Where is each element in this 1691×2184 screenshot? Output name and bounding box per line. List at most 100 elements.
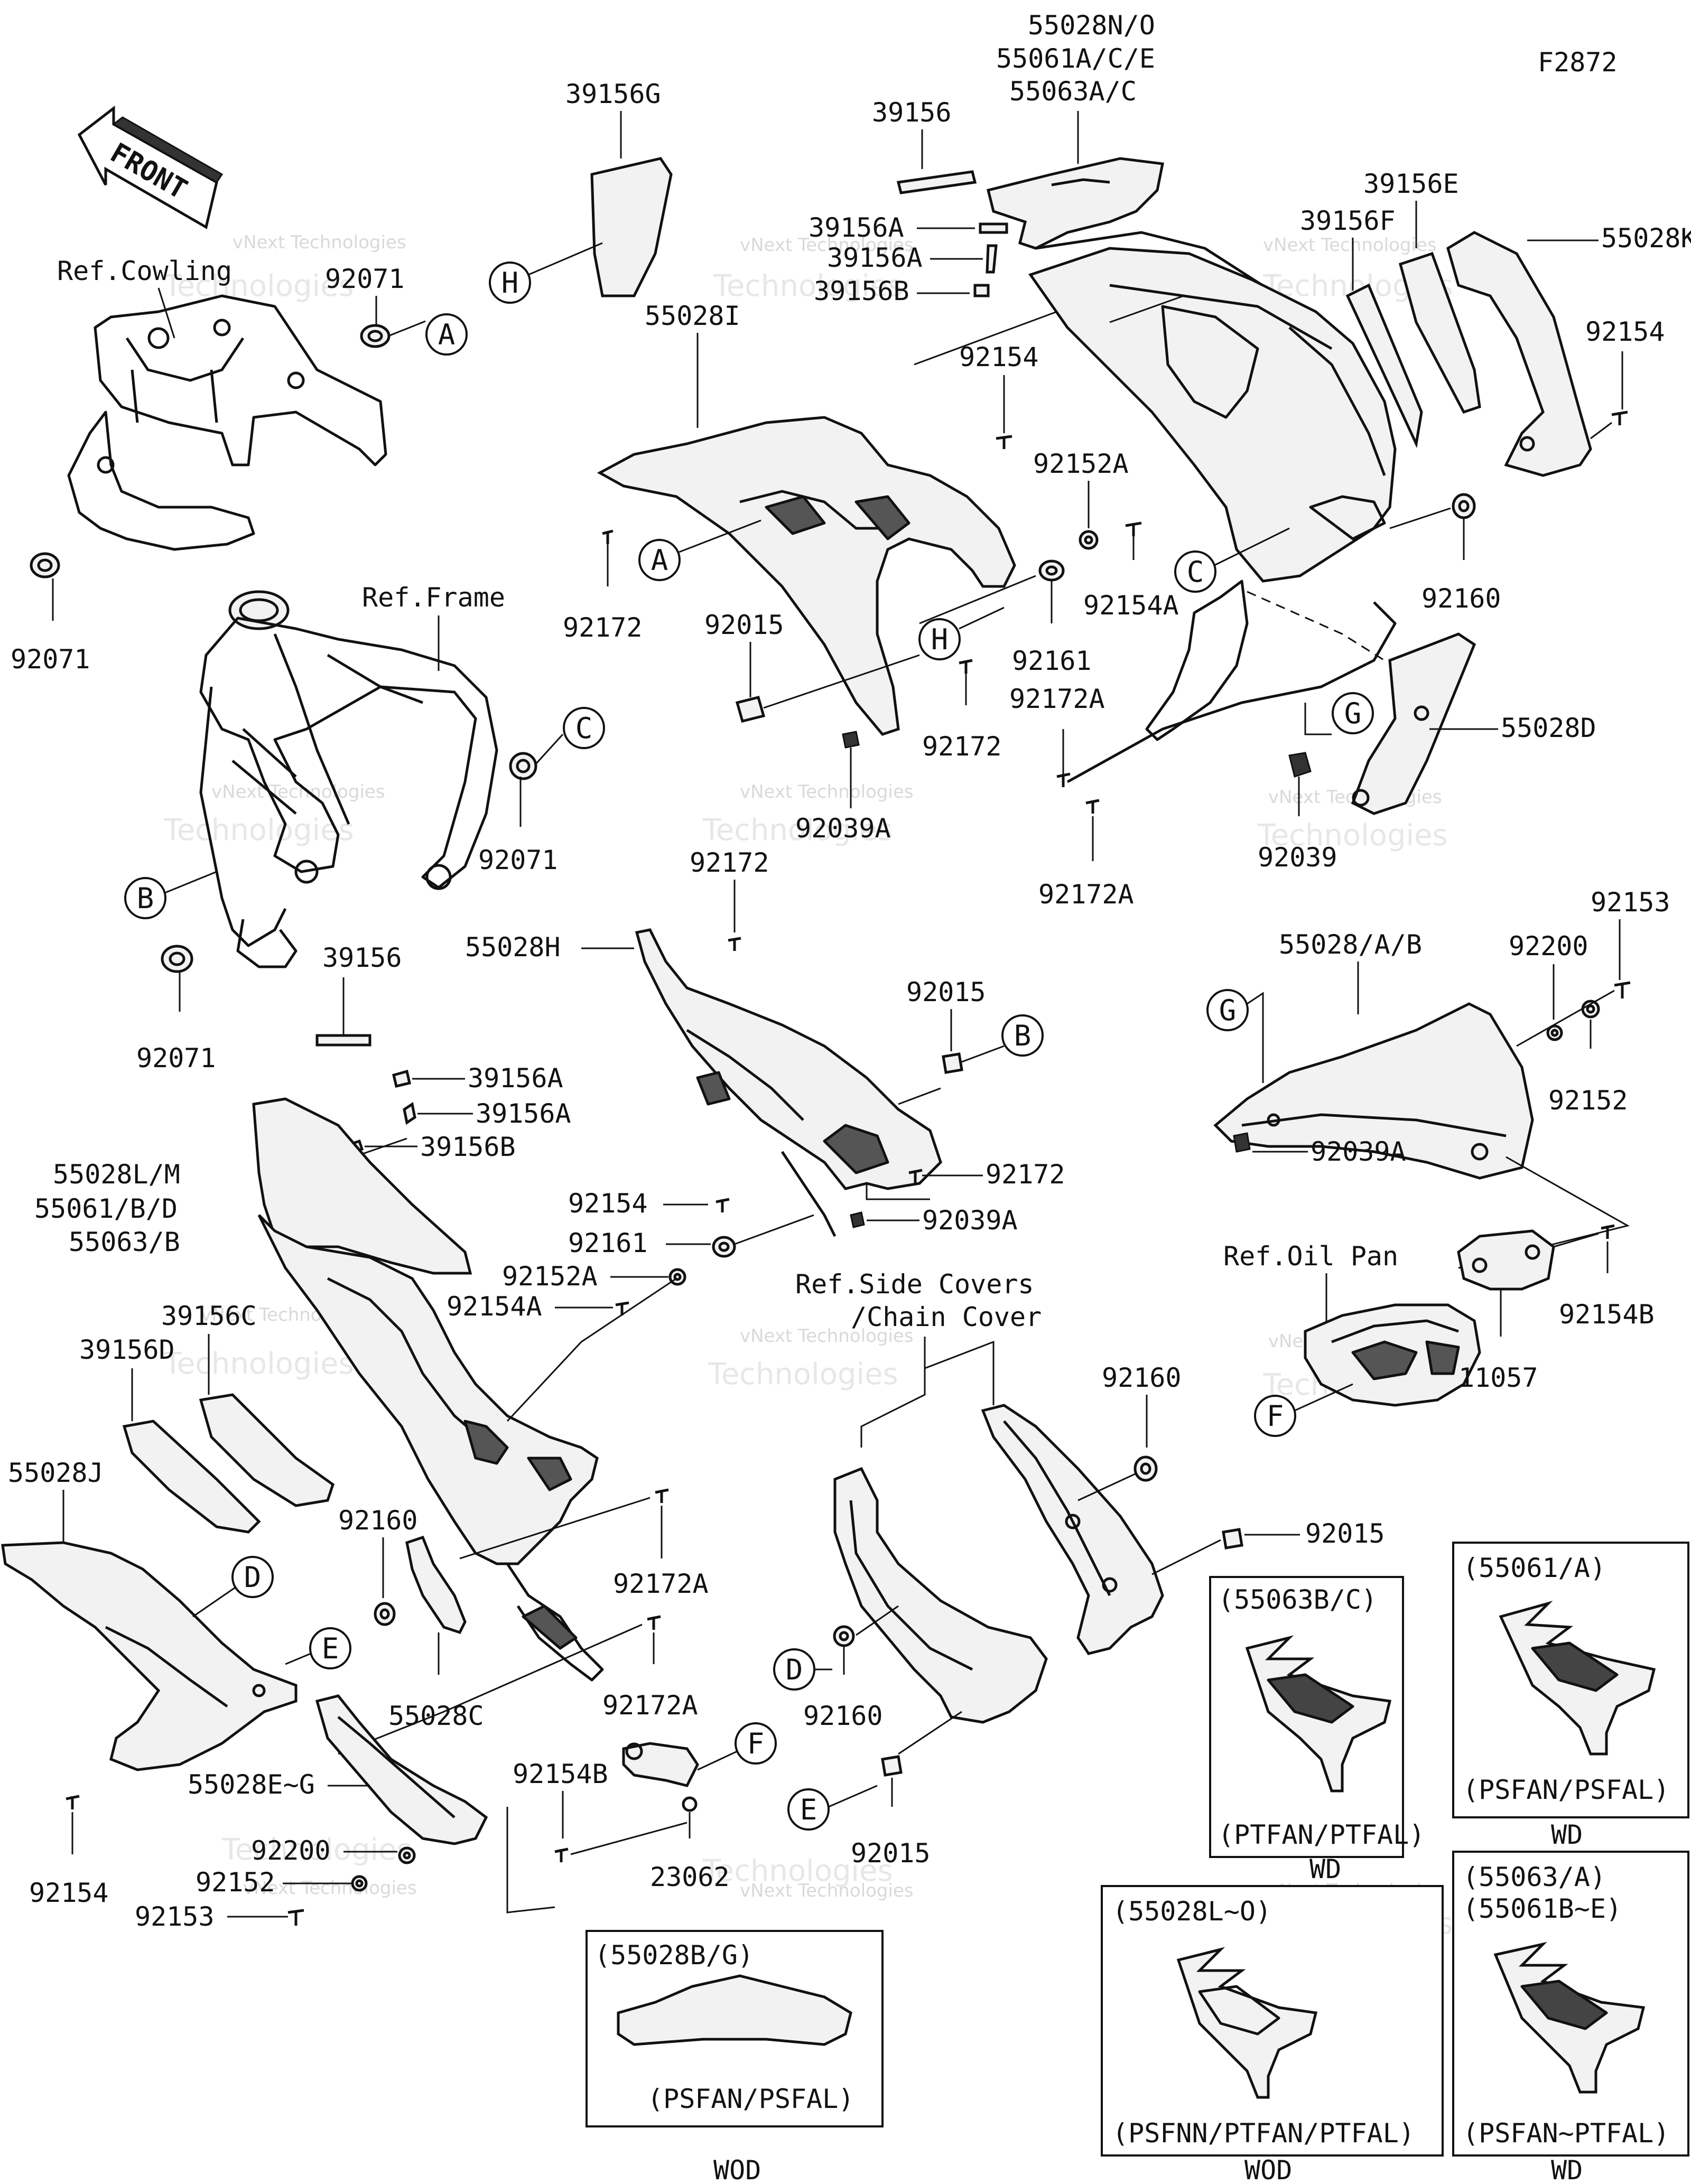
svg-text:G: G (1219, 994, 1237, 1027)
svg-text:E: E (322, 1632, 339, 1665)
bolt-icon (1614, 981, 1631, 998)
svg-text:H: H (501, 266, 519, 300)
part-label-92071: 92071 (325, 264, 405, 294)
callout-F: F (1254, 1395, 1296, 1437)
variant-code: (55028L~O) (1112, 1896, 1271, 1927)
part-label-92039A: 92039A (922, 1205, 1018, 1236)
part-label-39156B: 39156B (814, 276, 909, 306)
part-label-92172A: 92172A (1009, 684, 1105, 714)
inner-panel-55028H (635, 928, 942, 1237)
bolt-icon (1125, 521, 1142, 536)
ref-side-covers-label: Ref.Side Covers (795, 1269, 1034, 1300)
part-label-92200: 92200 (1509, 931, 1588, 962)
variant-model: (PSFAN~PTFAL) (1463, 2118, 1669, 2149)
grommet-icon (374, 1602, 396, 1626)
grommet-icon (833, 1625, 855, 1647)
part-label-55028J: 55028J (8, 1458, 104, 1488)
part-label-92154: 92154 (1585, 316, 1665, 347)
part-label-92154A: 92154A (1083, 590, 1179, 621)
grommet-icon (509, 752, 537, 780)
svg-text:C: C (1187, 555, 1204, 589)
strip-39156A (986, 244, 998, 274)
part-label-92154: 92154 (568, 1188, 648, 1219)
bolt-icon (1611, 410, 1628, 425)
bolt-icon (716, 1198, 730, 1212)
part-label-92152A: 92152A (502, 1261, 598, 1292)
variant-model: (PSFNN/PTFAN/PTFAL) (1112, 2118, 1415, 2149)
part-label-92039A: 92039A (1311, 1136, 1406, 1167)
part-label-55028N-O: 55028N/O (1028, 10, 1155, 41)
svg-text:G: G (1344, 697, 1362, 730)
part-label-92154B: 92154B (1559, 1299, 1655, 1330)
variant-box-55063A: (55063/A) (55061B~E) (PSFAN~PTFAL) (1452, 1851, 1689, 2157)
bolt-icon (655, 1488, 669, 1503)
part-label-92015: 92015 (704, 610, 784, 640)
grommet-icon (30, 552, 60, 578)
front-arrow-icon: FRONT (77, 105, 224, 229)
part-label-23062: 23062 (650, 1862, 730, 1892)
variant-box-55028L-O: (55028L~O) (PSFNN/PTFAN/PTFAL) (1101, 1885, 1444, 2157)
variant-code: (55061B~E) (1463, 1893, 1622, 1924)
part-label-92172A: 92172A (1038, 879, 1134, 910)
part-label-92160: 92160 (803, 1701, 883, 1731)
part-label-92152A: 92152A (1033, 449, 1129, 479)
variant-box-55028BG: (55028B/G) (PSFAN/PSFAL) (586, 1930, 884, 2127)
side-cover-left (833, 1467, 1048, 1724)
part-label-39156: 39156 (322, 942, 402, 973)
callout-A: A (638, 539, 681, 581)
callout-E: E (309, 1627, 351, 1669)
part-label-39156A: 39156A (468, 1063, 563, 1094)
bolt-icon (554, 1847, 569, 1862)
svg-text:F: F (1267, 1399, 1284, 1433)
part-label-92154A: 92154A (447, 1291, 542, 1322)
callout-H: H (918, 618, 961, 660)
variant-caption: WD (1309, 1854, 1341, 1884)
part-label-92161: 92161 (1012, 646, 1092, 676)
watermark-text: Technologies (702, 813, 893, 847)
part-label-55028L-M: 55028L/M (53, 1159, 180, 1190)
svg-text:H: H (931, 623, 949, 656)
nose-fairing (1028, 247, 1397, 583)
cowling-bracket (67, 294, 387, 551)
ref-frame-label: Ref.Frame (362, 582, 505, 613)
part-label-55063-B: 55063/B (69, 1227, 180, 1257)
part-label-92153: 92153 (135, 1901, 215, 1932)
part-label-92154: 92154 (959, 342, 1039, 372)
bolt-icon (66, 1795, 80, 1809)
part-label-55061A-C-E: 55061A/C/E (996, 43, 1155, 74)
watermark-text: vNext Technologies (740, 1880, 914, 1901)
variant-code: (55063/A) (1463, 1862, 1606, 1892)
part-label-92172: 92172 (986, 1159, 1065, 1190)
frame-assembly (199, 590, 498, 968)
part-label-92160: 92160 (338, 1505, 418, 1536)
callout-H: H (489, 262, 531, 304)
washer-icon (668, 1268, 686, 1286)
clip-icon (842, 731, 860, 749)
part-label-92160: 92160 (1421, 583, 1501, 614)
variant-caption: WD (1551, 1819, 1583, 1850)
part-label-92015: 92015 (906, 977, 986, 1007)
part-label-39156A: 39156A (827, 242, 923, 273)
bolt-icon (1601, 1224, 1615, 1239)
washer-icon (1581, 1000, 1600, 1019)
watermark-text: Technologies (221, 1833, 412, 1867)
clip-icon (1288, 752, 1312, 778)
callout-A: A (425, 313, 468, 356)
lower-panel-55028E (315, 1694, 488, 1845)
collar-icon (735, 695, 766, 723)
part-label-92153: 92153 (1591, 887, 1670, 918)
variant-code: (55063B/C) (1218, 1584, 1377, 1615)
washer-icon (1079, 530, 1099, 550)
part-label-92154B: 92154B (513, 1759, 608, 1789)
watermark-text: Technologies (1257, 818, 1448, 853)
strip-39156A (403, 1102, 416, 1125)
part-label-92154: 92154 (29, 1878, 109, 1908)
part-label-39156E: 39156E (1363, 169, 1459, 199)
variant-model: (PSFAN/PSFAL) (1463, 1775, 1669, 1805)
bolt-icon (602, 529, 614, 544)
variant-model: (PSFAN/PSFAL) (647, 2084, 854, 2114)
lower-bracket (1066, 580, 1397, 783)
part-label-92152: 92152 (1548, 1085, 1628, 1116)
ref-oil-pan-label: Ref.Oil Pan (1223, 1241, 1398, 1272)
lower-cowl-55028J (1, 1541, 298, 1771)
